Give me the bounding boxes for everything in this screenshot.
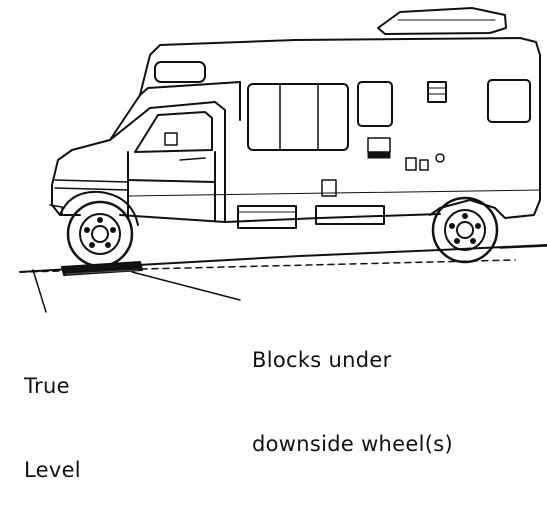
blocks-label-line2: downside wheel(s) — [252, 430, 453, 458]
coach-vent — [428, 82, 446, 102]
blocks-callout-label: Blocks under downside wheel(s) — [252, 290, 453, 486]
level-pointer-line — [33, 270, 46, 312]
level-label-line2: Level — [24, 456, 81, 484]
coach-rear-window — [488, 80, 530, 122]
rear-wheel — [433, 198, 497, 262]
blocks-pointer-line — [132, 272, 240, 300]
front-wheel — [68, 202, 132, 266]
storage-compartment-left — [238, 206, 296, 228]
true-level-callout-label: True Level — [24, 316, 81, 512]
roof-storage-pod — [378, 8, 506, 34]
coach-large-window — [248, 84, 348, 150]
leveling-blocks — [62, 262, 142, 275]
cabover-window — [155, 62, 205, 82]
rv-coach-outline — [140, 38, 540, 222]
cab-side-window — [135, 112, 212, 152]
storage-compartment-right — [316, 206, 384, 224]
motorhome — [50, 8, 540, 228]
coach-small-window — [358, 82, 392, 126]
level-label-line1: True — [24, 372, 81, 400]
